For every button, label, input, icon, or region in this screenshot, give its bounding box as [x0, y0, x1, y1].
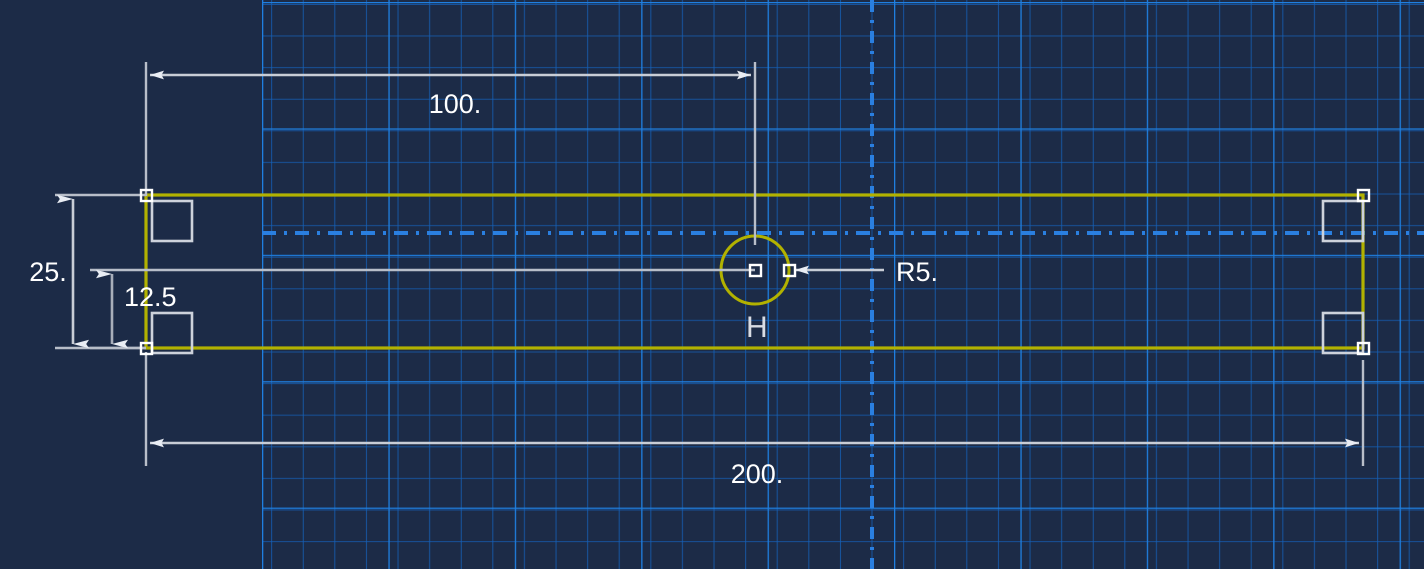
endpoint-bottom-left[interactable] — [139, 341, 154, 356]
hole-radius-dimension[interactable]: R5. — [795, 257, 938, 287]
perpendicular-marker-bottom-right[interactable] — [1321, 311, 1365, 355]
endpoint-circle-edge[interactable] — [782, 263, 797, 278]
sketch-point-markers[interactable] — [139, 188, 1371, 356]
sketch-grid — [262, 0, 1424, 569]
endpoint-circle-center[interactable] — [748, 263, 763, 278]
overall-width-dimension[interactable]: 200. — [144, 352, 1365, 489]
dimension-label-25[interactable]: 25. — [29, 257, 67, 287]
dimension-label-200[interactable]: 200. — [731, 459, 784, 489]
width-half-dimension[interactable]: 100. — [144, 62, 757, 245]
perpendicular-marker-bottom-left[interactable] — [150, 311, 194, 355]
perpendicular-constraint-markers[interactable] — [150, 199, 1365, 355]
endpoint-bottom-right[interactable] — [1356, 341, 1371, 356]
dimension-label-125[interactable]: 12.5 — [124, 282, 177, 312]
endpoint-top-right[interactable] — [1356, 188, 1371, 203]
endpoint-top-left[interactable] — [139, 188, 154, 203]
hole-height-dimension[interactable]: 12.5 — [90, 268, 755, 350]
perpendicular-marker-top-right[interactable] — [1321, 199, 1365, 243]
centerlines — [262, 0, 1424, 569]
dimension-label-r5[interactable]: R5. — [896, 257, 938, 287]
perpendicular-marker-top-left[interactable] — [150, 199, 194, 243]
horizontal-constraint-glyph[interactable]: H — [746, 311, 768, 344]
dimension-label-100[interactable]: 100. — [429, 89, 482, 119]
